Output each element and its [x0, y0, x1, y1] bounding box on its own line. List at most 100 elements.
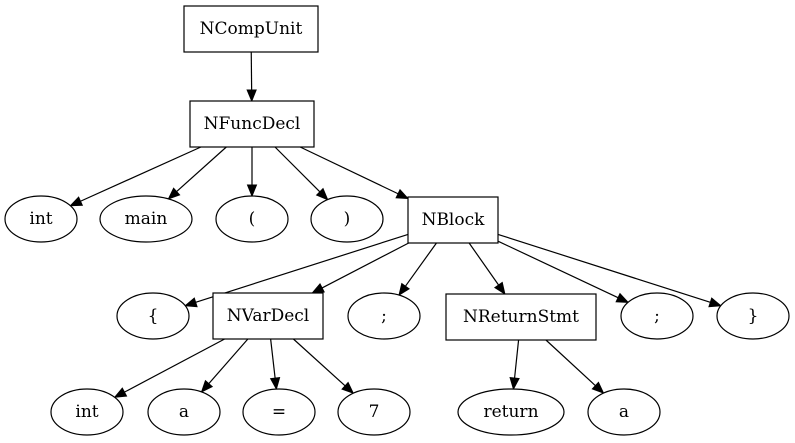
- node-rparen: ): [310, 195, 384, 243]
- arrowhead-icon: [493, 281, 506, 296]
- node-label: NBlock: [422, 210, 486, 230]
- node-label: 7: [369, 402, 380, 422]
- edge-line: [321, 242, 409, 289]
- node-ellipse: [215, 195, 289, 243]
- edge-funcdecl-to-lparen: [246, 147, 258, 198]
- node-main: main: [99, 195, 193, 243]
- node-ellipse: [4, 195, 78, 243]
- node-int2: int: [50, 388, 124, 436]
- arrowhead-icon: [398, 282, 410, 297]
- edge-block-to-rbrace: [497, 233, 723, 308]
- edge-line: [299, 146, 399, 195]
- edge-line: [513, 339, 520, 379]
- edge-line: [545, 339, 596, 387]
- edge-line: [195, 233, 409, 303]
- node-label: return: [483, 402, 538, 422]
- node-ellipse: [587, 388, 661, 436]
- node-rbrace: }: [716, 292, 790, 340]
- edge-block-to-semi2: [497, 240, 630, 303]
- node-box: [183, 5, 319, 53]
- arrowhead-icon: [311, 283, 325, 294]
- node-seven: 7: [337, 388, 411, 436]
- node-eq: =: [242, 388, 316, 436]
- node-ellipse: [147, 388, 221, 436]
- node-ellipse: [242, 388, 316, 436]
- arrowhead-icon: [395, 188, 410, 200]
- node-label: int: [29, 209, 52, 229]
- edge-returnstmt-to-return: [509, 339, 520, 391]
- node-funcdecl: NFuncDecl: [189, 100, 315, 148]
- node-label: {: [148, 306, 159, 326]
- arrowhead-icon: [69, 196, 84, 207]
- node-label: a: [179, 402, 189, 422]
- edge-line: [292, 338, 346, 387]
- edge-funcdecl-to-main: [167, 146, 227, 200]
- edge-block-to-lbrace: [183, 233, 409, 308]
- node-label: =: [272, 402, 286, 422]
- edge-vardecl-to-int2: [113, 338, 225, 398]
- arrowhead-icon: [269, 377, 281, 391]
- node-label: (: [249, 209, 256, 229]
- edges-layer: [69, 51, 723, 398]
- arrowhead-icon: [246, 89, 257, 103]
- edge-returnstmt-to-a2: [545, 339, 605, 394]
- node-ellipse: [310, 195, 384, 243]
- edge-block-to-vardecl: [311, 242, 409, 294]
- arrowhead-icon: [315, 187, 329, 201]
- node-ellipse: [347, 292, 421, 340]
- node-compunit: NCompUnit: [183, 5, 319, 53]
- edge-line: [176, 146, 227, 193]
- node-a1: a: [147, 388, 221, 436]
- edge-funcdecl-to-rparen: [274, 146, 329, 201]
- edge-vardecl-to-a1: [200, 338, 249, 393]
- edge-line: [468, 242, 500, 286]
- node-ellipse: [99, 195, 193, 243]
- node-ellipse: [457, 388, 565, 436]
- edge-line: [270, 338, 276, 379]
- node-ellipse: [716, 292, 790, 340]
- arrowhead-icon: [200, 379, 214, 393]
- node-box: [407, 196, 499, 244]
- edge-compunit-to-funcdecl: [246, 51, 257, 103]
- node-label: NFuncDecl: [204, 114, 301, 134]
- edge-vardecl-to-eq: [269, 338, 281, 391]
- node-ellipse: [620, 292, 694, 340]
- node-box: [212, 292, 324, 340]
- arrowhead-icon: [708, 297, 723, 308]
- arrowhead-icon: [615, 292, 630, 303]
- node-ellipse: [50, 388, 124, 436]
- arrowhead-icon: [183, 297, 198, 308]
- arrowhead-icon: [509, 377, 520, 391]
- node-label: NCompUnit: [200, 19, 303, 39]
- node-label: ): [344, 209, 351, 229]
- node-a2: a: [587, 388, 661, 436]
- arrowhead-icon: [246, 184, 258, 198]
- node-returnstmt: NReturnStmt: [445, 293, 597, 341]
- edge-line: [80, 146, 202, 202]
- edge-line: [497, 233, 711, 303]
- node-semi1: ;: [347, 292, 421, 340]
- node-label: ;: [381, 306, 387, 326]
- arrowhead-icon: [341, 381, 355, 395]
- edge-line: [208, 338, 249, 385]
- node-label: ;: [654, 306, 660, 326]
- edge-funcdecl-to-block: [299, 146, 410, 200]
- node-label: }: [748, 306, 759, 326]
- arrowhead-icon: [167, 187, 181, 200]
- edge-line: [404, 242, 437, 287]
- node-box: [189, 100, 315, 148]
- node-return: return: [457, 388, 565, 436]
- node-box: [445, 293, 597, 341]
- edge-funcdecl-to-int1: [69, 146, 202, 207]
- node-label: NVarDecl: [227, 306, 310, 326]
- node-vardecl: NVarDecl: [212, 292, 324, 340]
- node-block: NBlock: [407, 196, 499, 244]
- arrowhead-icon: [591, 381, 605, 394]
- node-semi2: ;: [620, 292, 694, 340]
- node-ellipse: [116, 292, 190, 340]
- node-label: main: [125, 209, 168, 229]
- edge-line: [497, 240, 619, 299]
- node-ellipse: [337, 388, 411, 436]
